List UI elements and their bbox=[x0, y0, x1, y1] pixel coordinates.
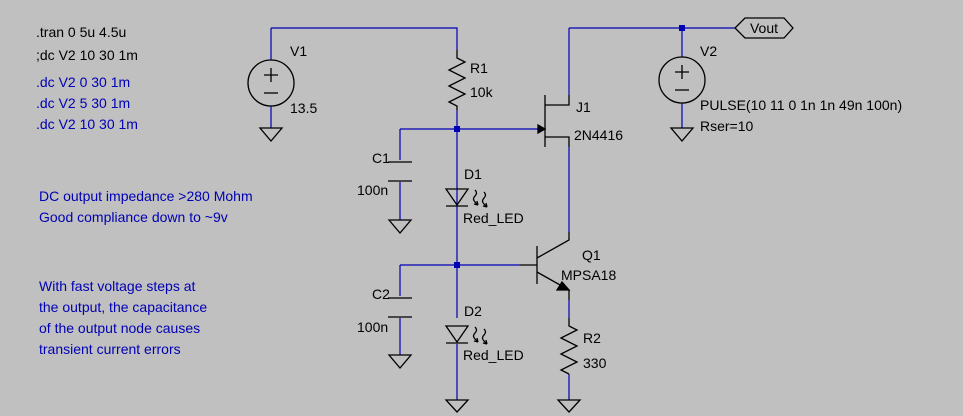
note-impedance-line-2: Good compliance down to ~9v bbox=[39, 209, 228, 225]
q1-name: Q1 bbox=[582, 247, 601, 263]
q1-value: MPSA18 bbox=[561, 267, 616, 283]
v2-name: V2 bbox=[700, 43, 717, 59]
resistor-r1[interactable] bbox=[447, 50, 467, 110]
v2-value: PULSE(10 11 0 1n 1n 49n 100n) bbox=[700, 97, 902, 113]
d1-value: Red_LED bbox=[463, 210, 524, 226]
comment-notes: DC output impedance >280 Mohm Good compl… bbox=[39, 188, 253, 357]
led-d2[interactable] bbox=[444, 325, 488, 345]
c2-name: C2 bbox=[372, 286, 390, 302]
capacitor-c1[interactable] bbox=[388, 161, 412, 182]
voltage-source-v2[interactable] bbox=[658, 56, 706, 104]
ground-symbols bbox=[258, 127, 695, 413]
r1-name: R1 bbox=[470, 60, 488, 76]
note-impedance-line-1: DC output impedance >280 Mohm bbox=[39, 188, 253, 204]
d2-name: D2 bbox=[464, 303, 482, 319]
junction-dots bbox=[454, 25, 685, 268]
vout-net-label[interactable] bbox=[734, 17, 794, 39]
capacitor-c2[interactable] bbox=[388, 297, 412, 318]
jfet-j1[interactable] bbox=[537, 95, 570, 147]
c2-value: 100n bbox=[357, 319, 388, 335]
note-transient-line-1: With fast voltage steps at bbox=[39, 278, 196, 294]
dc-directive-3[interactable]: .dc V2 10 30 1m bbox=[36, 116, 138, 132]
dc-directive-2[interactable]: .dc V2 5 30 1m bbox=[36, 95, 130, 111]
dc-directive-1[interactable]: .dc V2 0 30 1m bbox=[36, 74, 130, 90]
d1-name: D1 bbox=[464, 166, 482, 182]
v1-value: 13.5 bbox=[290, 100, 317, 116]
vout-label-text: Vout bbox=[750, 20, 778, 36]
v1-name: V1 bbox=[290, 43, 307, 59]
note-transient-line-3: of the output node causes bbox=[39, 320, 200, 336]
r2-name: R2 bbox=[583, 330, 601, 346]
c1-value: 100n bbox=[357, 182, 388, 198]
c1-name: C1 bbox=[372, 150, 390, 166]
bjt-q1[interactable] bbox=[520, 232, 571, 300]
voltage-source-v1[interactable] bbox=[247, 59, 295, 107]
tran-directive[interactable]: .tran 0 5u 4.5u bbox=[36, 24, 126, 40]
v2-rser: Rser=10 bbox=[700, 118, 754, 134]
dc-comment-directive[interactable]: ;dc V2 10 30 1m bbox=[36, 47, 138, 63]
resistor-r2[interactable] bbox=[559, 318, 579, 375]
d2-value: Red_LED bbox=[463, 347, 524, 363]
led-d1[interactable] bbox=[444, 188, 488, 208]
r1-value: 10k bbox=[470, 84, 494, 100]
note-transient-line-4: transient current errors bbox=[39, 341, 181, 357]
spice-directives: .tran 0 5u 4.5u ;dc V2 10 30 1m .dc V2 0… bbox=[36, 24, 138, 132]
r2-value: 330 bbox=[583, 355, 607, 371]
note-transient-line-2: the output, the capacitance bbox=[39, 299, 207, 315]
j1-name: J1 bbox=[576, 99, 591, 115]
j1-value: 2N4416 bbox=[574, 127, 623, 143]
